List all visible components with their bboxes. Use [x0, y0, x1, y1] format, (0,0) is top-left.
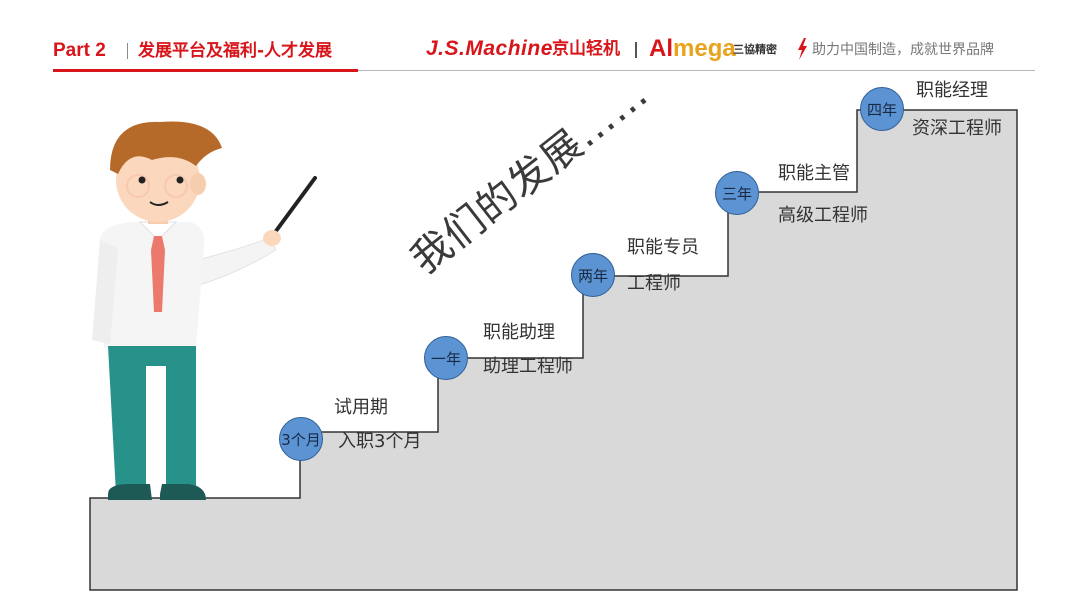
step-badge: 3个月: [279, 417, 323, 461]
step-subtitle: 助理工程师: [483, 356, 573, 377]
step-badge: 四年: [860, 87, 904, 131]
step-title: 职能专员: [627, 237, 699, 258]
brand-almega-mega: mega: [673, 35, 736, 62]
brand-almega-cn: 三協精密: [733, 43, 777, 56]
presenter-man-icon: [92, 121, 317, 500]
section-title: 发展平台及福利-人才发展: [138, 41, 333, 61]
brand-jsmachine-logo: J.S.Machine: [426, 37, 553, 60]
step-title: 试用期: [334, 397, 388, 418]
step-subtitle: 高级工程师: [778, 205, 868, 226]
brand-almega-al: Al: [649, 35, 673, 62]
brand-almega-logo: Almega: [649, 35, 736, 63]
brand-separator: [635, 42, 637, 58]
step-badge: 两年: [571, 253, 615, 297]
step-badge: 三年: [715, 171, 759, 215]
header-separator: [127, 43, 128, 59]
header-rule-accent: [53, 69, 358, 72]
step-title: 职能主管: [778, 163, 850, 184]
brand-jsmachine-cn: 京山轻机: [552, 39, 620, 59]
step-subtitle: 工程师: [627, 273, 681, 294]
staircase-shape: [89, 109, 1018, 591]
step-subtitle: 资深工程师: [912, 118, 1002, 139]
lightning-icon: [798, 38, 807, 60]
header-rule: [53, 70, 1035, 71]
step-title: 职能助理: [483, 322, 555, 343]
step-badge: 一年: [424, 336, 468, 380]
header-slogan: 助力中国制造，成就世界品牌: [812, 42, 994, 58]
slide-header: Part 2 发展平台及福利-人才发展 J.S.Machine 京山轻机 Alm…: [0, 0, 1080, 72]
step-title: 职能经理: [916, 80, 988, 101]
part-number: Part 2: [53, 40, 106, 61]
step-subtitle: 入职3个月: [338, 431, 422, 452]
